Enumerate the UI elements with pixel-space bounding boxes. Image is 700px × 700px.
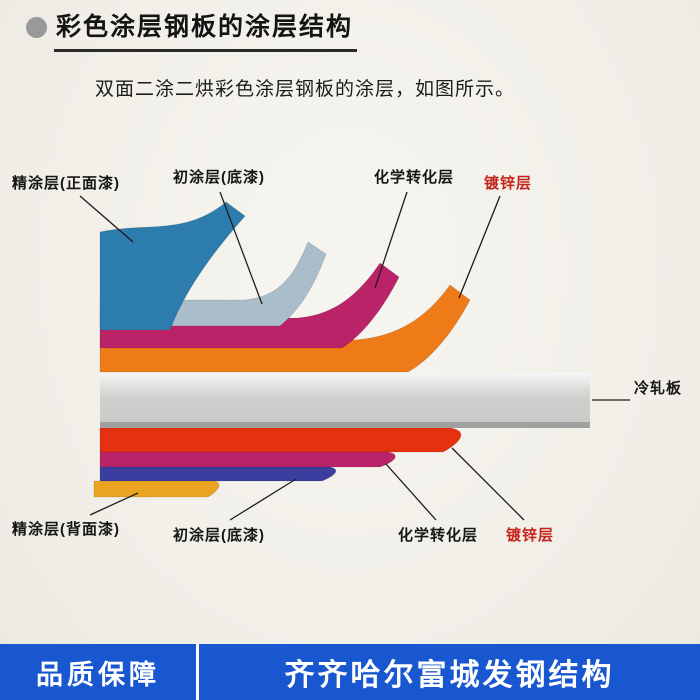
pointer-primer-bottom xyxy=(229,478,297,521)
pointer-zinc-bottom xyxy=(451,447,525,521)
pointer-chem-top xyxy=(374,191,408,289)
label-primer-top: 初涂层(底漆) xyxy=(173,169,265,186)
title-row: 彩色涂层钢板的涂层结构 xyxy=(26,12,358,52)
footer-quality-text: 品质保障 xyxy=(36,659,160,690)
subtitle: 双面二涂二烘彩色涂层钢板的涂层，如图所示。 xyxy=(95,79,516,100)
layer-finish-front xyxy=(99,201,246,331)
label-zinc-top: 镀锌层 xyxy=(484,175,533,192)
page-title: 彩色涂层钢板的涂层结构 xyxy=(54,12,358,52)
label-zinc-bottom: 镀锌层 xyxy=(506,527,555,544)
pointer-finish-front xyxy=(79,195,134,243)
pointer-finish-back xyxy=(89,492,139,516)
label-cold-rolled: 冷轧板 xyxy=(634,380,683,397)
footer-bar: 品质保障 齐齐哈尔富城发钢结构 xyxy=(0,644,700,700)
layer-zinc-top xyxy=(99,284,471,373)
label-chem-top: 化学转化层 xyxy=(374,169,455,186)
pointer-primer-top xyxy=(219,191,263,305)
label-chem-bottom: 化学转化层 xyxy=(398,527,479,544)
layer-chem-bottom xyxy=(99,451,396,468)
pointer-chem-bottom xyxy=(385,463,437,521)
pointer-lines xyxy=(79,191,630,521)
footer-company-name: 齐齐哈尔富城发钢结构 xyxy=(284,659,615,692)
layer-finish-back xyxy=(93,480,220,498)
coating-structure-diagram xyxy=(79,191,630,521)
pointer-zinc-top xyxy=(458,195,501,299)
label-primer-bottom: 初涂层(底漆) xyxy=(173,527,265,544)
layer-zinc-bottom xyxy=(99,427,462,453)
footer-divider xyxy=(196,644,199,700)
label-finish-front: 精涂层(正面漆) xyxy=(12,175,120,192)
bullet-dot-icon xyxy=(26,17,47,38)
layer-primer-bottom xyxy=(99,466,337,482)
plate-bottom-edge xyxy=(100,422,590,428)
label-finish-back: 精涂层(背面漆) xyxy=(12,521,120,538)
plate-sheen xyxy=(100,372,590,428)
layer-chem-top xyxy=(99,262,400,349)
